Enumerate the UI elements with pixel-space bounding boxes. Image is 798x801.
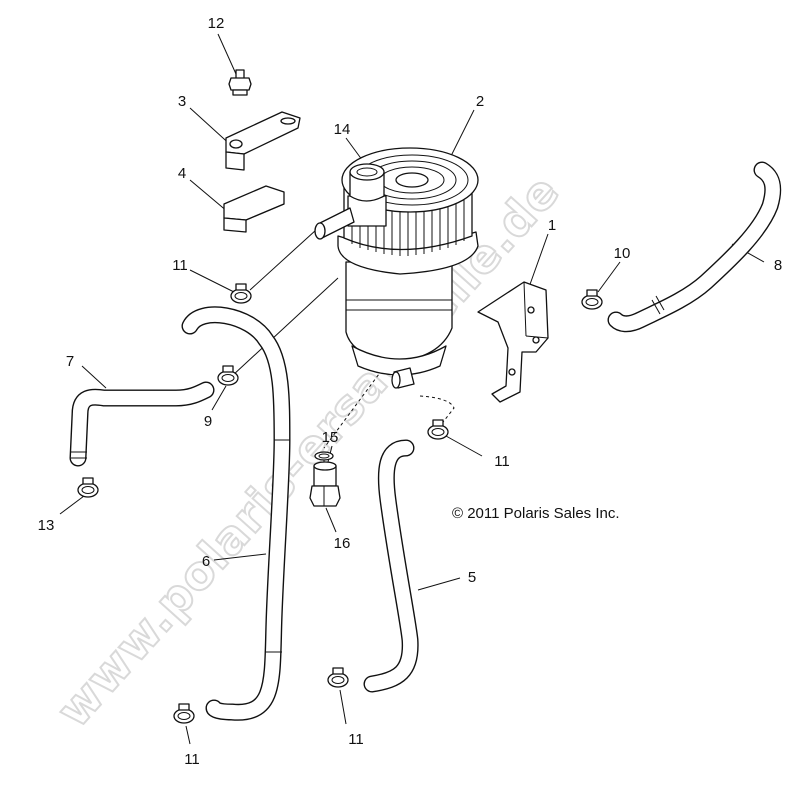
callout-1: 1 xyxy=(548,217,556,234)
clamp-part-11-middle xyxy=(427,419,449,440)
callout-5: 5 xyxy=(468,569,476,586)
hose-part-8 xyxy=(607,161,782,333)
callout-13: 13 xyxy=(38,517,55,534)
callout-6: 6 xyxy=(202,553,210,570)
hose-part-5 xyxy=(363,439,419,693)
callout-10: 10 xyxy=(614,245,631,262)
fitting-part-16 xyxy=(309,461,341,507)
callout-11-upper: 11 xyxy=(172,257,188,274)
callout-9: 9 xyxy=(204,413,212,430)
callout-11-lower-left: 11 xyxy=(184,751,200,768)
bolt-part-12 xyxy=(228,69,252,96)
copyright-notice: © 2011 Polaris Sales Inc. xyxy=(452,505,620,522)
clamp-part-11-upper xyxy=(230,283,252,304)
cap-part-14 xyxy=(349,163,385,202)
callout-12: 12 xyxy=(208,15,225,32)
canister-part-2 xyxy=(314,147,479,376)
leader-lines xyxy=(59,33,765,745)
callout-7: 7 xyxy=(66,353,74,370)
oring-part-15 xyxy=(314,451,334,461)
callout-11-middle: 11 xyxy=(494,453,510,470)
callout-14: 14 xyxy=(334,121,351,138)
callout-2: 2 xyxy=(476,93,484,110)
hose-part-7 xyxy=(69,381,215,467)
bracket-part-1 xyxy=(477,281,549,403)
watermark-text: www.polaris-ersatzteile.de xyxy=(46,164,570,737)
callout-3: 3 xyxy=(178,93,186,110)
callout-8: 8 xyxy=(774,257,782,274)
canister-outlet xyxy=(391,367,415,389)
callout-11-lower-center: 11 xyxy=(348,731,364,748)
bracket-part-4 xyxy=(223,185,285,233)
clamp-part-11-lower-left xyxy=(173,703,195,724)
hose-part-6 xyxy=(181,306,291,721)
callout-labels: 1 2 3 4 5 6 7 8 9 10 11 11 11 11 12 13 1… xyxy=(38,15,783,768)
callout-16: 16 xyxy=(334,535,351,552)
clamp-part-10 xyxy=(581,289,603,310)
callout-4: 4 xyxy=(178,165,186,182)
callout-15: 15 xyxy=(322,429,339,446)
clamp-part-9 xyxy=(217,365,239,386)
bracket-part-3 xyxy=(225,111,301,171)
clamp-part-13 xyxy=(77,477,99,498)
clamp-part-11-lower-center xyxy=(327,667,349,688)
